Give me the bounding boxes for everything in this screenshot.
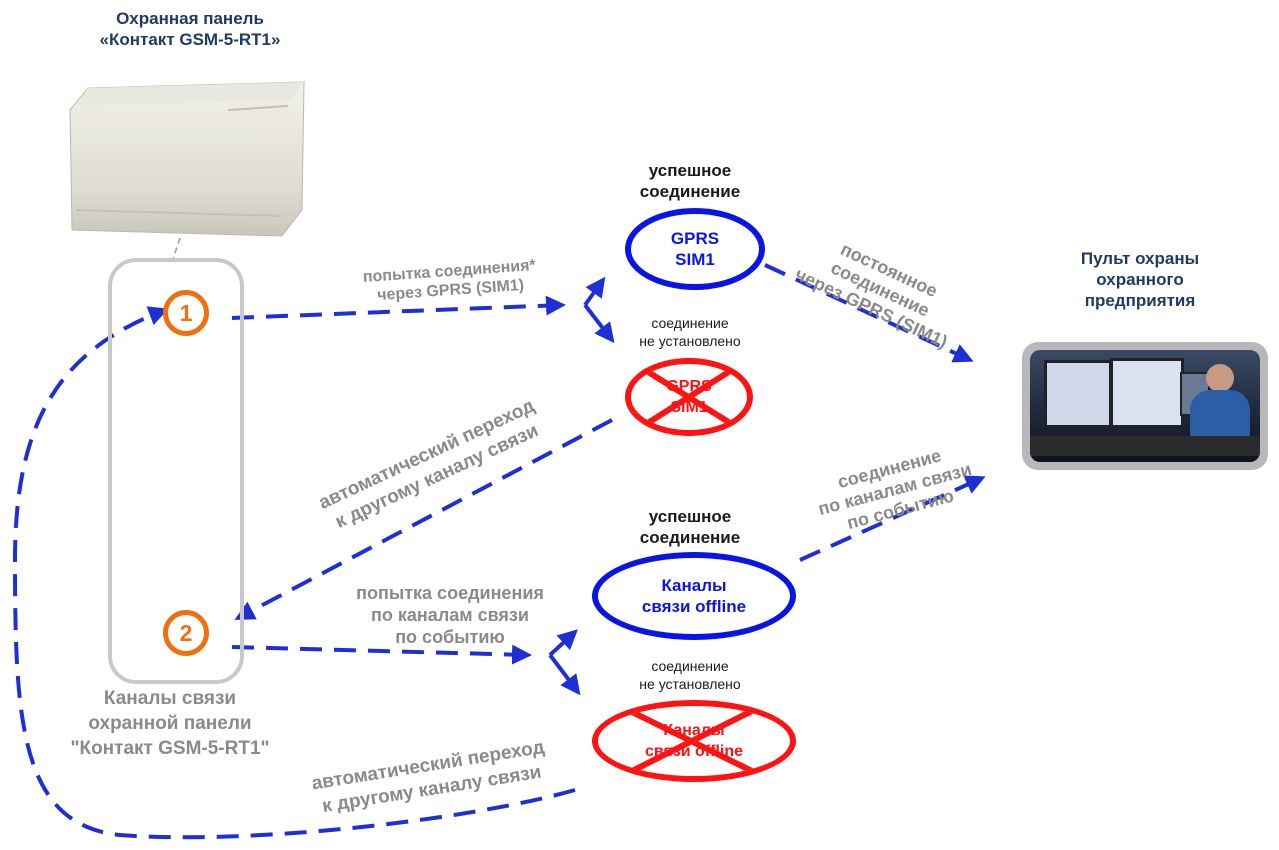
security-panel-image <box>68 80 306 238</box>
offline-fail-label: соединение не установлено <box>610 657 770 693</box>
arrow-attempt-gprs <box>231 295 566 320</box>
console-title-line1: Пульт охраны <box>1080 249 1200 268</box>
console-photo <box>1022 342 1268 470</box>
channels-frame <box>108 258 244 684</box>
step-1-badge: 1 <box>163 290 209 336</box>
panel-title: Охранная панель «Контакт GSM-5-RT1» <box>60 8 320 50</box>
arrow-auto-switch-1 <box>234 418 613 620</box>
console-title-line2: охранного <box>1096 270 1184 289</box>
step-2-badge: 2 <box>163 610 209 656</box>
panel-title-line2: «Контакт GSM-5-RT1» <box>99 30 281 49</box>
step-1-number: 1 <box>179 299 193 326</box>
offline-success-line1: успешное <box>648 507 732 526</box>
gprs-success-line1: успешное <box>648 161 732 180</box>
gprs-ok-line1: GPRS <box>670 229 720 248</box>
gprs-success-line2: соединение <box>639 182 741 201</box>
gprs-fail-line2: не установлено <box>639 333 741 349</box>
caption-attempt-event: попытка соединения по каналам связи по с… <box>300 582 600 648</box>
offline-fail-line1: соединение <box>651 658 729 674</box>
offline-ok-line1: Каналы <box>661 576 727 595</box>
offline-success-line2: соединение <box>639 528 741 547</box>
channels-caption-line1: Каналы связи <box>103 688 237 709</box>
offline-success-label: успешное соединение <box>610 506 770 548</box>
channels-caption: Каналы связи охранной панели "Контакт GS… <box>20 686 320 761</box>
console-title: Пульт охраны охранного предприятия <box>1040 248 1240 311</box>
channels-caption-line2: охранной панели <box>88 713 252 734</box>
caption-attempt-event-line3: по событию <box>395 627 505 647</box>
caption-attempt-event-line1: попытка соединения <box>356 583 544 603</box>
gprs-fail-label: соединение не установлено <box>610 314 770 350</box>
channels-caption-line3: "Контакт GSM-5-RT1" <box>70 738 270 759</box>
console-title-line3: предприятия <box>1084 291 1196 310</box>
arrow-fork-offline-fail <box>548 653 581 696</box>
offline-fail-line2: не установлено <box>639 676 741 692</box>
offline-ok-line2: связи offline <box>641 597 747 616</box>
caption-attempt-event-line2: по каналам связи <box>371 605 529 625</box>
gprs-sim1-ok: GPRS SIM1 <box>625 208 765 290</box>
panel-title-line1: Охранная панель <box>116 9 264 28</box>
cross-icon <box>624 706 760 776</box>
step-2-number: 2 <box>179 619 193 646</box>
gprs-ok-line2: SIM1 <box>675 250 715 269</box>
arrow-fork-offline-ok <box>548 629 578 657</box>
gprs-success-label: успешное соединение <box>610 160 770 202</box>
arrow-permanent-gprs <box>764 263 974 363</box>
cross-icon <box>641 365 737 429</box>
gprs-fail-line1: соединение <box>651 315 729 331</box>
offline-channels-ok: Каналы связи offline <box>592 552 796 640</box>
arrow-attempt-event <box>231 644 532 665</box>
arrow-fork-gprs-ok <box>583 276 606 307</box>
arrow-fork-gprs-fail <box>583 303 615 344</box>
